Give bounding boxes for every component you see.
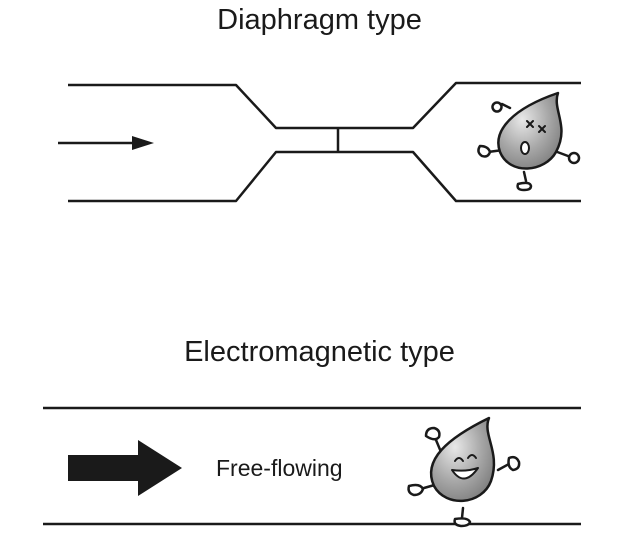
pipe-bottom-wall [68,150,581,203]
electromagnetic-pipe [43,406,581,526]
dizzy-droplet-icon [477,91,581,192]
pipe-top-wall [68,81,581,130]
happy-droplet-icon [407,416,521,528]
diaphragm-pipe [68,81,581,203]
electromagnetic-type-title: Electromagnetic type [184,336,455,368]
diaphragm-type-title: Diaphragm type [217,4,422,36]
thick-arrow-right-icon [68,440,182,496]
free-flowing-label: Free-flowing [216,455,343,481]
arrow-right-icon [58,136,154,150]
